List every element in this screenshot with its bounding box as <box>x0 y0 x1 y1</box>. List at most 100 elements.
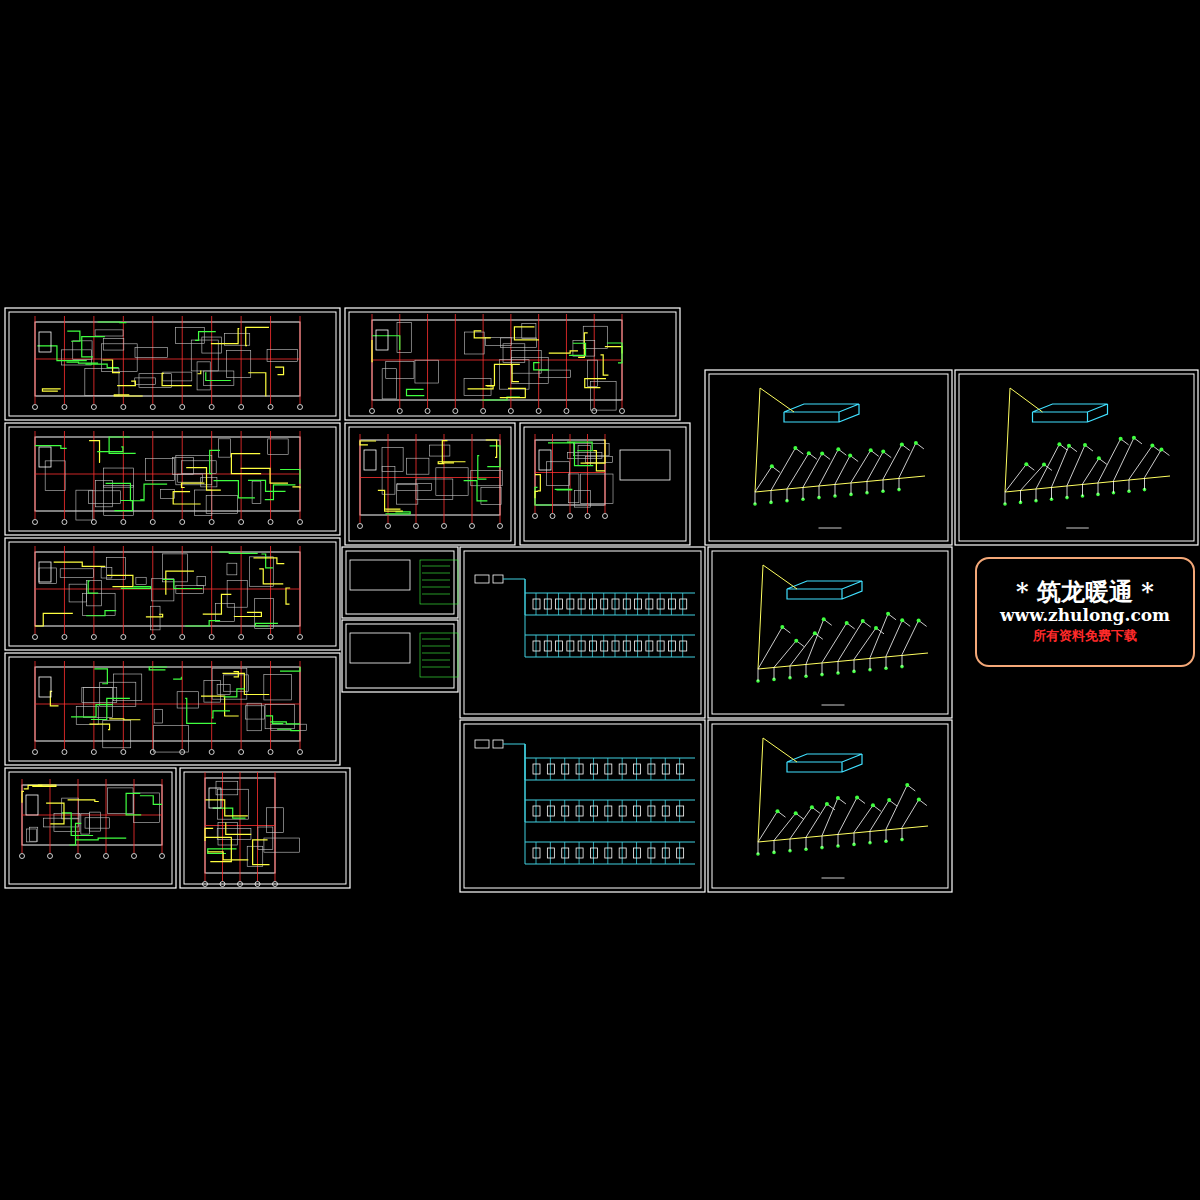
note-line <box>422 587 450 588</box>
detail-box <box>620 450 670 480</box>
fixture-node <box>813 631 817 635</box>
axis-bubble <box>91 405 96 410</box>
pipe-run <box>270 722 300 724</box>
terminal-unit <box>668 599 675 609</box>
fixture-node <box>871 803 875 807</box>
pipe-run <box>407 389 425 395</box>
terminal-unit <box>567 599 574 609</box>
pipe-run <box>220 552 258 553</box>
room-wall <box>201 477 217 486</box>
branch-pipe <box>1021 464 1052 490</box>
riser <box>622 758 623 780</box>
riser <box>679 758 680 780</box>
room-wall <box>82 688 117 703</box>
note-line <box>422 660 450 661</box>
branch-pipe <box>899 443 924 478</box>
room-wall <box>250 557 274 586</box>
pipe-run <box>259 569 283 584</box>
watermark-url: www.zhulong.com <box>1000 605 1170 625</box>
axis-line <box>123 546 124 634</box>
return-pipe <box>525 615 695 616</box>
sheet-border <box>180 768 350 888</box>
plan-outline <box>35 552 300 626</box>
branch-pipe <box>806 837 807 849</box>
pipe-run <box>485 364 519 385</box>
pipe-run <box>548 443 593 466</box>
terminal-unit <box>556 599 563 609</box>
branch-pipe <box>1113 481 1114 493</box>
room-wall <box>590 381 616 410</box>
riser <box>637 593 638 615</box>
pipe-run <box>384 508 400 509</box>
branch-pipe <box>1098 482 1099 494</box>
ahu-elevation <box>350 633 410 663</box>
pipe-run <box>102 360 120 373</box>
title-underline <box>822 705 845 706</box>
room-wall <box>202 337 221 353</box>
branch-pipe <box>774 641 804 668</box>
pipe-run <box>607 343 622 363</box>
room-wall <box>45 461 65 490</box>
room-wall <box>89 491 121 504</box>
terminal-unit <box>533 848 540 858</box>
riser <box>660 635 661 657</box>
axis-line <box>427 314 428 408</box>
note-line <box>422 646 450 647</box>
branch-pipe <box>806 804 835 837</box>
branch-pipe <box>806 619 832 664</box>
room-wall <box>136 577 146 584</box>
room-wall <box>104 468 134 487</box>
sheet-inner-border <box>464 551 701 714</box>
axis-line <box>399 314 400 408</box>
axis-bubble <box>386 524 391 529</box>
axis-line <box>222 772 223 881</box>
pipe-run <box>62 813 93 836</box>
pipe-run <box>360 441 376 445</box>
pipe-run <box>280 667 300 671</box>
room-wall <box>397 322 411 352</box>
branch-pipe <box>1129 479 1130 491</box>
sheet-border <box>345 423 515 545</box>
note-block <box>420 633 458 677</box>
pipe-run <box>549 351 578 353</box>
sheet-inner-border <box>712 724 948 888</box>
axis-line <box>152 661 153 749</box>
branch-pipe <box>1082 484 1083 496</box>
fixture-node <box>881 450 885 454</box>
branch-pipe <box>1145 449 1170 477</box>
axis-bubble <box>268 405 273 410</box>
pipe-run <box>261 554 273 568</box>
main-pipe <box>525 744 526 864</box>
axis-line <box>134 779 135 853</box>
axis-bubble <box>533 514 538 519</box>
pipe-run <box>292 487 300 488</box>
axis-bubble <box>121 750 126 755</box>
pipe-run <box>208 852 249 860</box>
room-wall <box>485 337 511 345</box>
branch-pipe <box>838 661 839 673</box>
axis-bubble <box>585 514 590 519</box>
pipe-run <box>46 803 64 824</box>
riser <box>671 635 672 657</box>
pipe-run <box>140 484 167 499</box>
axis-line <box>50 779 51 853</box>
terminal-unit <box>634 764 641 774</box>
terminal-unit <box>677 806 684 816</box>
room-wall <box>197 576 205 585</box>
branch-pipe <box>902 620 927 654</box>
fixture-node <box>869 448 873 452</box>
riser <box>536 758 537 780</box>
room-wall <box>546 462 569 486</box>
axis-line <box>270 316 271 404</box>
room-wall <box>503 344 525 363</box>
axis-line <box>64 546 65 634</box>
axis-bubble <box>150 520 155 525</box>
pipe-run <box>149 667 167 670</box>
pipe-run <box>255 623 278 626</box>
pipe-run <box>578 333 588 358</box>
sheet-inner-border <box>184 772 346 884</box>
terminal-unit <box>648 764 655 774</box>
terminal-unit <box>612 641 619 651</box>
riser <box>603 635 604 657</box>
axis-bubble <box>268 520 273 525</box>
